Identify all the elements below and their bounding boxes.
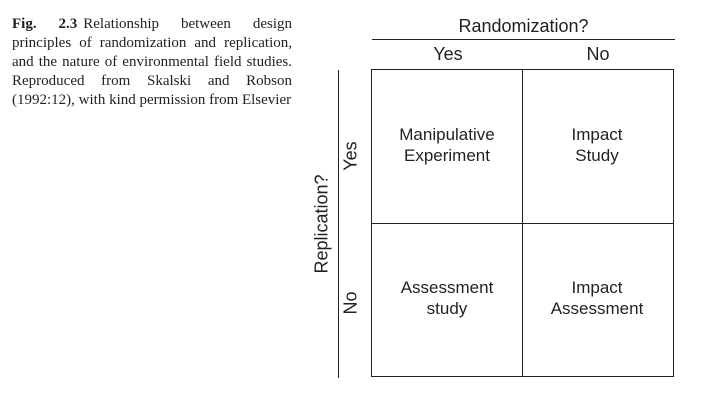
cell-line: Impact	[571, 278, 623, 297]
cell-line: Study	[575, 146, 619, 165]
replication-no-label: No	[340, 291, 361, 315]
caption-text: Relationship between design principles o…	[12, 16, 292, 108]
replication-axis-line	[338, 70, 339, 378]
cell-assessment-study: Assessment study	[372, 277, 522, 319]
cell-line: study	[426, 299, 468, 318]
replication-axis-title: Replication?	[311, 174, 332, 274]
cell-line: Assessment	[400, 278, 494, 297]
cell-line: Manipulative	[399, 125, 495, 144]
cell-manipulative-experiment: Manipulative Experiment	[372, 124, 522, 166]
design-matrix-grid: Manipulative Experiment Impact Study Ass…	[371, 69, 674, 377]
figure-label: Fig. 2.3	[12, 16, 78, 32]
randomization-axis-line	[372, 39, 675, 40]
replication-yes-label: Yes	[340, 141, 361, 171]
randomization-axis-title: Randomization?	[458, 16, 589, 36]
cell-line: Impact	[571, 125, 623, 144]
cell-line: Assessment	[550, 299, 644, 318]
cell-impact-assessment: Impact Assessment	[522, 277, 672, 319]
randomization-no-label: No	[586, 44, 610, 64]
cell-line: Experiment	[404, 146, 490, 165]
randomization-yes-label: Yes	[433, 44, 463, 64]
grid-horizontal-divider	[372, 223, 673, 224]
cell-impact-study: Impact Study	[522, 124, 672, 166]
